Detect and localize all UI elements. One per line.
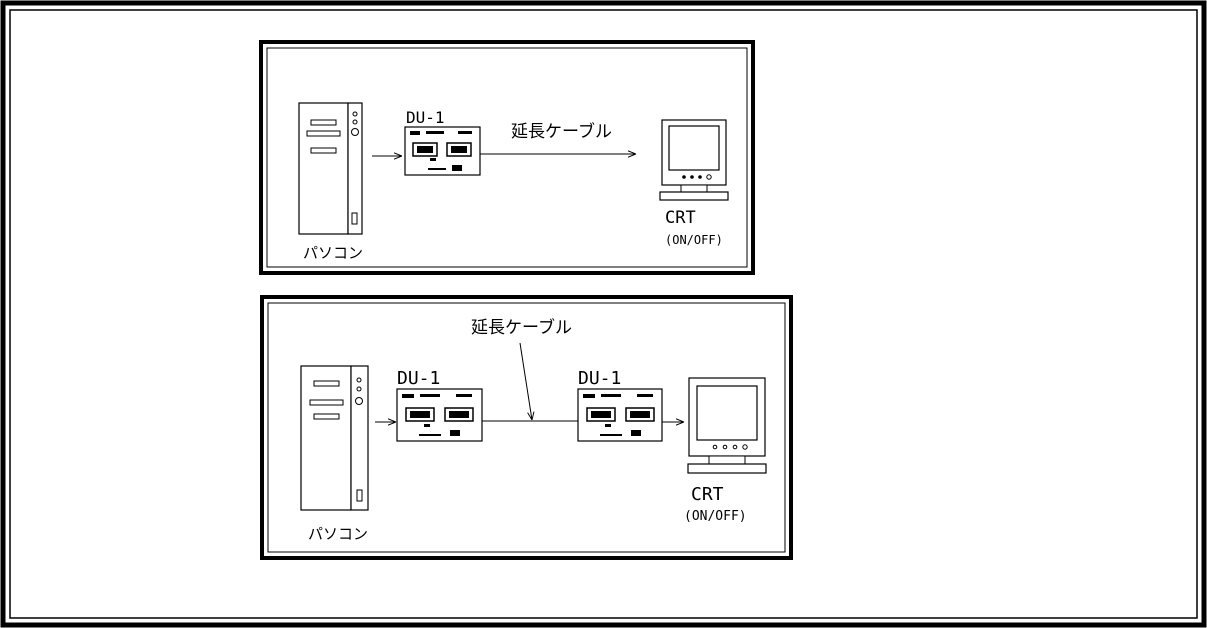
pc-tower-icon — [300, 365, 369, 511]
panel-bottom: パソコン DU-1 延長ケーブル DU-1 — [260, 295, 793, 560]
cable-label: 延長ケーブル — [471, 317, 572, 338]
device-label: DU-1 — [406, 108, 445, 127]
du1-device-right-icon — [577, 388, 663, 442]
crt-label: CRT — [665, 208, 696, 228]
device-left-label: DU-1 — [397, 368, 440, 389]
panel-top: パソコン DU-1 延長ケーブル — [259, 40, 755, 275]
du1-device-icon — [404, 126, 481, 176]
panel-top-border — [259, 40, 755, 275]
crt-label: CRT — [691, 484, 724, 505]
crt-monitor-icon — [659, 119, 729, 201]
panel-bottom-border — [260, 295, 793, 560]
inner-frame — [9, 9, 1198, 619]
device-right-label: DU-1 — [578, 368, 621, 389]
crt-monitor-icon — [687, 377, 767, 474]
crt-onoff: (ON/OFF) — [665, 233, 723, 247]
du1-device-left-icon — [396, 388, 483, 442]
pc-label: パソコン — [308, 525, 368, 543]
cable-label: 延長ケーブル — [511, 121, 612, 142]
pc-tower-icon — [298, 102, 363, 235]
crt-onoff: (ON/OFF) — [684, 509, 747, 524]
cable-pointer — [519, 342, 532, 420]
pc-label: パソコン — [303, 244, 363, 262]
